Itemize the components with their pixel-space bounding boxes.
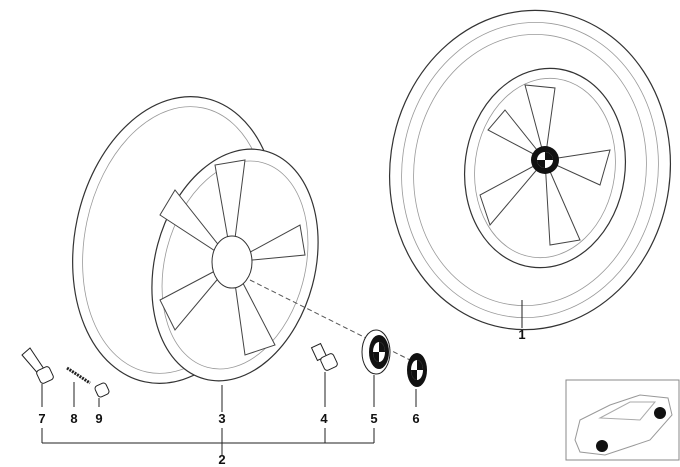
wheel-marker-icon (654, 407, 666, 419)
tire-wheel-assembly[interactable] (369, 0, 680, 348)
wheel-marker-icon (596, 440, 608, 452)
rim[interactable] (47, 77, 343, 402)
wheel-bolt[interactable] (310, 342, 339, 372)
callout-7[interactable]: 7 (38, 411, 46, 426)
hub-cap[interactable] (361, 329, 391, 375)
callout-4[interactable]: 4 (320, 411, 328, 426)
callout-2[interactable]: 2 (218, 452, 226, 467)
callout-6[interactable]: 6 (412, 411, 420, 426)
valve-insert[interactable] (66, 366, 91, 385)
callout-1[interactable]: 1 (518, 327, 526, 342)
valve-cap[interactable] (94, 382, 110, 398)
valve[interactable] (21, 347, 54, 384)
callout-5[interactable]: 5 (370, 411, 378, 426)
callout-3[interactable]: 3 (218, 411, 226, 426)
vehicle-location-thumbnail (565, 379, 680, 461)
emblem[interactable] (407, 353, 427, 387)
callout-9[interactable]: 9 (95, 411, 103, 426)
callout-8[interactable]: 8 (70, 411, 78, 426)
